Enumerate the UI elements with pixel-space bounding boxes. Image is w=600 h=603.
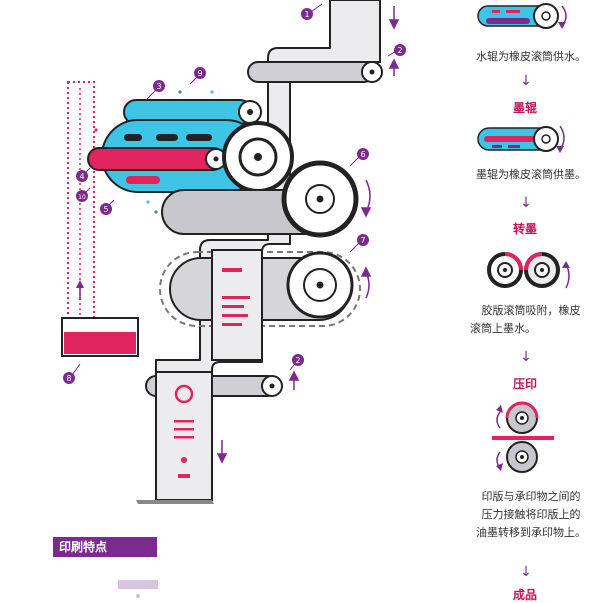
- callout-number: 5: [103, 205, 108, 214]
- step4-caption-line3: 油墨转移到承印物上。: [476, 526, 586, 539]
- step3-caption-line1: 胶版滚筒吸附，橡皮: [481, 304, 581, 317]
- callout-number: 2: [295, 356, 300, 365]
- callout-badge: [301, 8, 313, 20]
- callout-badge: [153, 80, 165, 92]
- decorative-dots: [94, 90, 214, 598]
- step1-caption: 水辊为橡皮滚筒供水。: [476, 50, 586, 63]
- step3-title: 转墨: [512, 222, 537, 236]
- step2-icon: [477, 126, 559, 152]
- step1-icon: [477, 3, 559, 29]
- callout-number: 1: [304, 10, 309, 19]
- callout-badge: [394, 44, 406, 56]
- callout-badge: [357, 234, 369, 246]
- step4-title: 压印: [512, 377, 537, 391]
- callout-badge: [194, 67, 206, 79]
- callout-badge: [76, 190, 88, 202]
- plate-cylinder: [222, 121, 294, 193]
- callout-number: 8: [66, 374, 71, 383]
- callout-number: 4: [79, 172, 84, 181]
- callout-number: 3: [156, 82, 161, 91]
- callout-number: 6: [360, 150, 365, 159]
- step2-caption: 墨辊为橡皮滚筒供墨。: [476, 168, 586, 181]
- step2-title: 墨辊: [512, 101, 537, 115]
- step4-caption-line1: 印版与承印物之间的: [481, 490, 581, 503]
- step4-icon: [492, 5, 570, 473]
- callout-labels: 1 2 3 9 4 10 5 6 7 8 2: [63, 8, 406, 384]
- ink-fountain: [61, 81, 139, 357]
- callout-badge: [100, 203, 112, 215]
- arrow-down-icon: ↓: [520, 73, 532, 89]
- arrow-down-icon: ↓: [520, 195, 532, 211]
- water-roller: [123, 99, 262, 125]
- callout-number: 10: [78, 194, 86, 201]
- arrow-down-icon: ↓: [520, 564, 532, 580]
- callout-badge: [76, 170, 88, 182]
- section-header: 印刷特点: [53, 537, 157, 557]
- callout-number: 2: [397, 46, 402, 55]
- step5-title: 成品: [512, 588, 537, 602]
- callout-badge: [63, 372, 75, 384]
- water-roller-top: [247, 61, 383, 83]
- callout-badge: [292, 354, 304, 366]
- step4-caption-line2: 压力接触将印版上的: [481, 508, 581, 521]
- blanket-cylinder: [281, 160, 359, 238]
- bottom-placeholder-bar: [118, 580, 158, 589]
- paper-sheet-mid: [211, 249, 263, 361]
- arrow-down-icon: ↓: [520, 349, 532, 365]
- callout-number: 7: [360, 236, 365, 245]
- callout-badge: [357, 148, 369, 160]
- step3-caption-line2: 滚筒上墨水。: [470, 322, 536, 335]
- flow-arrows: [216, 6, 400, 464]
- printed-sheet: [136, 371, 214, 504]
- step3-icon: [487, 252, 560, 288]
- callout-number: 9: [197, 69, 202, 78]
- ink-roller: [87, 147, 227, 171]
